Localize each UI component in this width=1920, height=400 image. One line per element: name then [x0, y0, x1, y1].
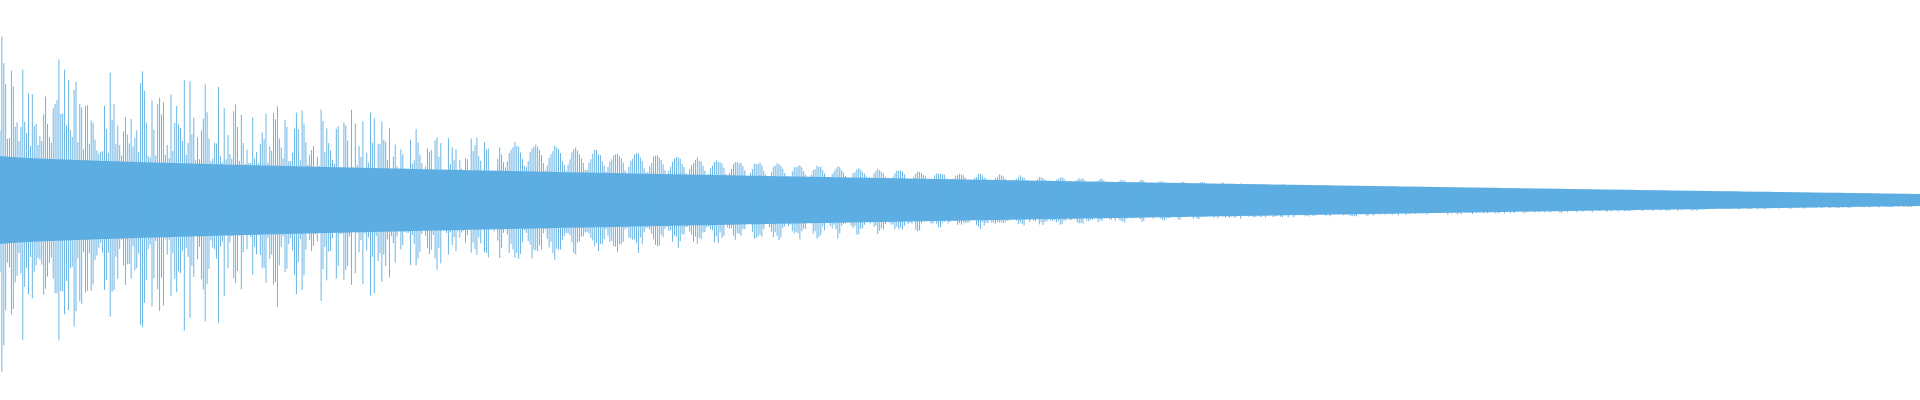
waveform-samples: [0, 36, 1920, 372]
waveform-core: [0, 156, 1920, 244]
waveform-strokes: [0, 36, 1920, 372]
waveform-core-band: [0, 156, 1920, 244]
